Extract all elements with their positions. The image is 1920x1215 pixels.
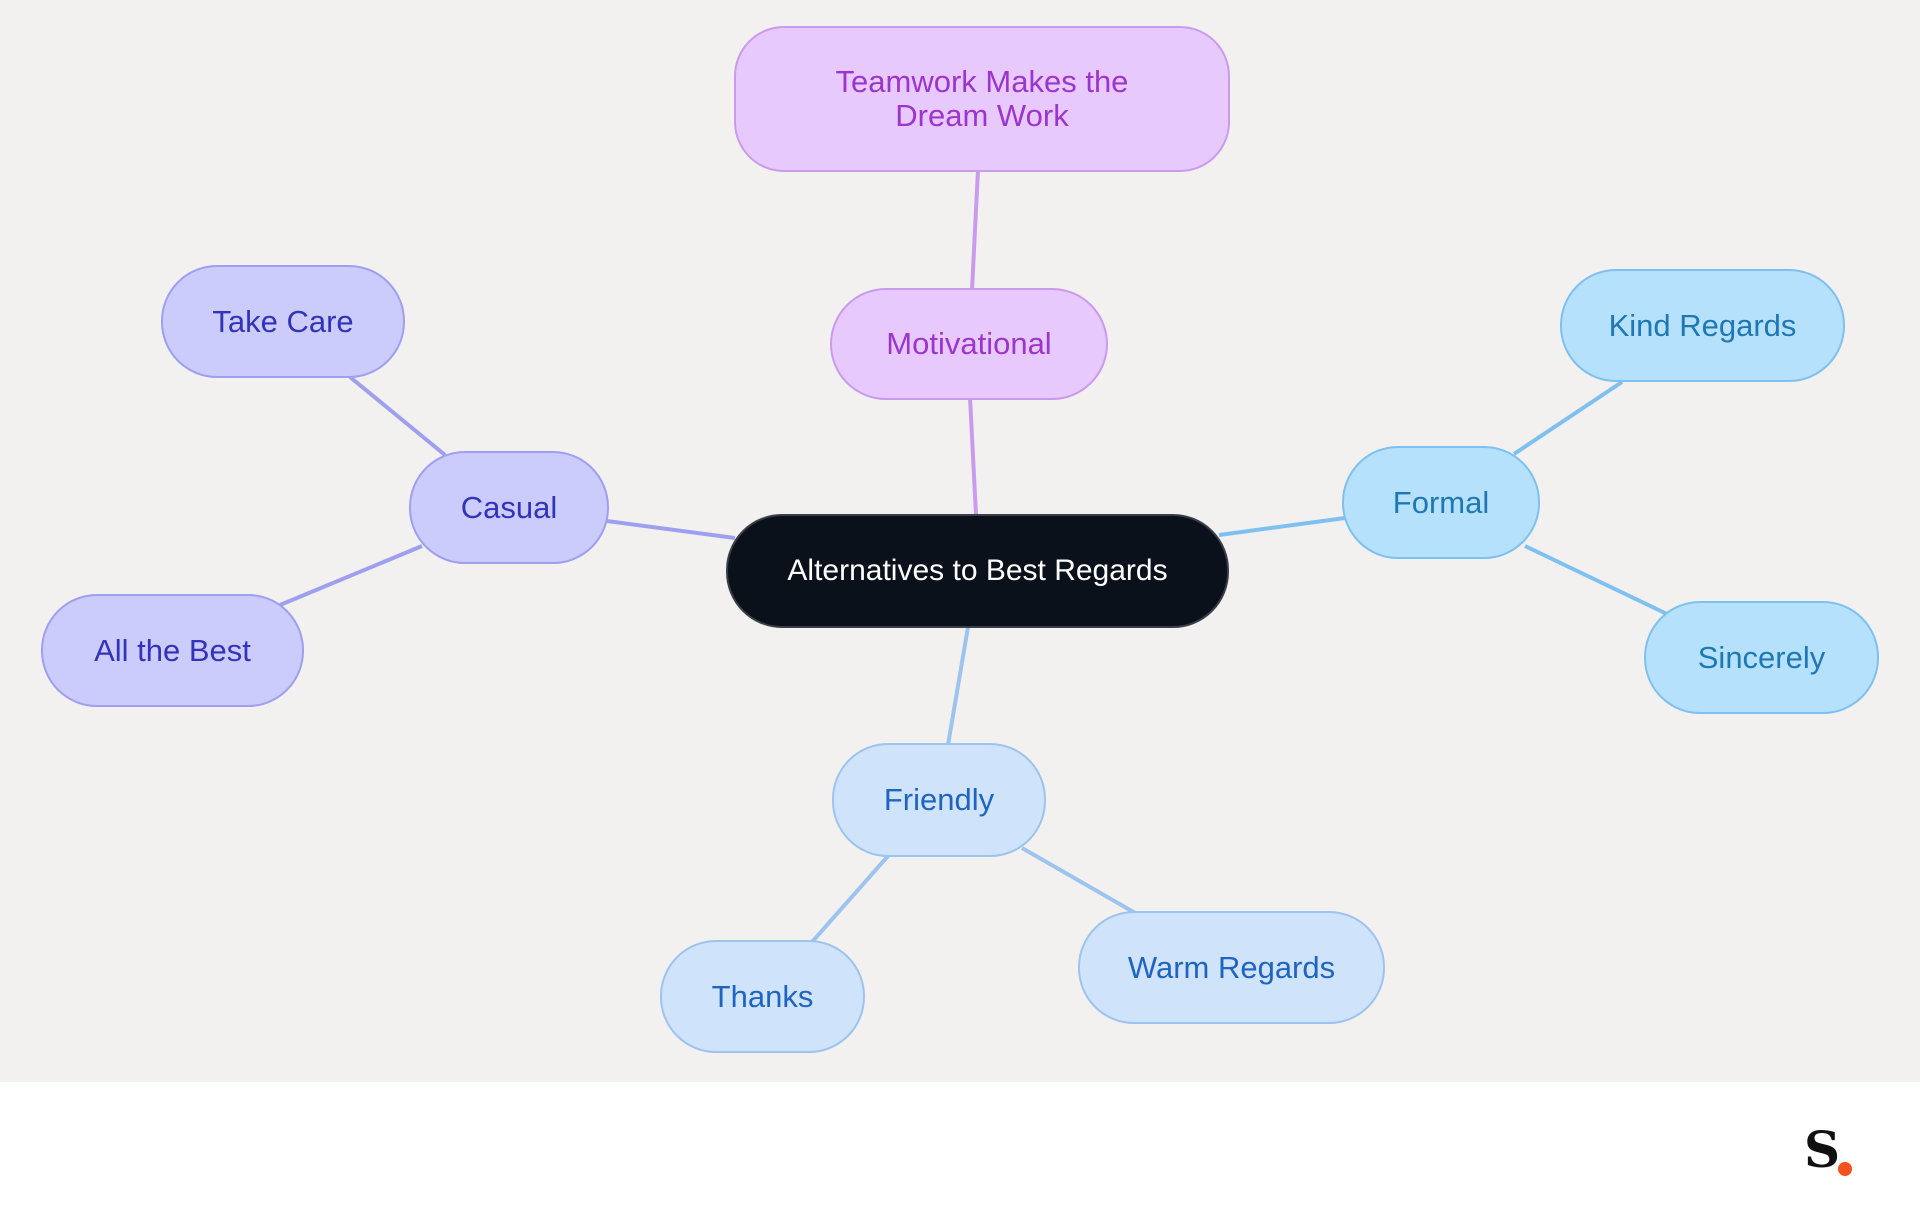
edge-formal-kindregards	[1512, 380, 1624, 456]
brand-logo: S	[1804, 1122, 1864, 1180]
edge-root-friendly	[946, 626, 970, 746]
mindmap-edges	[279, 169, 1668, 944]
logo-letter: S	[1804, 1120, 1841, 1179]
edge-friendly-warmregards	[1021, 846, 1138, 916]
node-root: Alternatives to Best Regards	[726, 514, 1229, 628]
edge-formal-sincerely	[1524, 544, 1668, 616]
node-formal: Formal	[1342, 446, 1540, 559]
node-take-care: Take Care	[161, 265, 405, 378]
node-friendly: Friendly	[832, 743, 1046, 857]
node-sincerely: Sincerely	[1644, 601, 1879, 714]
node-kind-regards: Kind Regards	[1560, 269, 1845, 382]
node-all-the-best: All the Best	[41, 594, 304, 707]
footer-band	[0, 1082, 1920, 1215]
node-thanks: Thanks	[660, 940, 865, 1053]
edge-root-motivational	[968, 396, 978, 516]
node-teamwork: Teamwork Makes the Dream Work	[734, 26, 1230, 172]
edge-motivational-teamwork	[970, 169, 980, 291]
edge-friendly-thanks	[810, 854, 890, 944]
edge-casual-takecare	[348, 375, 447, 457]
node-casual: Casual	[409, 451, 609, 564]
mindmap-canvas: Teamwork Makes the Dream Work Motivation…	[0, 0, 1920, 1082]
logo-dot-icon	[1838, 1162, 1852, 1176]
edge-casual-allthebest	[279, 544, 423, 607]
edge-root-formal	[1218, 516, 1346, 537]
node-warm-regards: Warm Regards	[1078, 911, 1385, 1024]
node-motivational: Motivational	[830, 288, 1108, 400]
edge-root-casual	[606, 519, 736, 540]
